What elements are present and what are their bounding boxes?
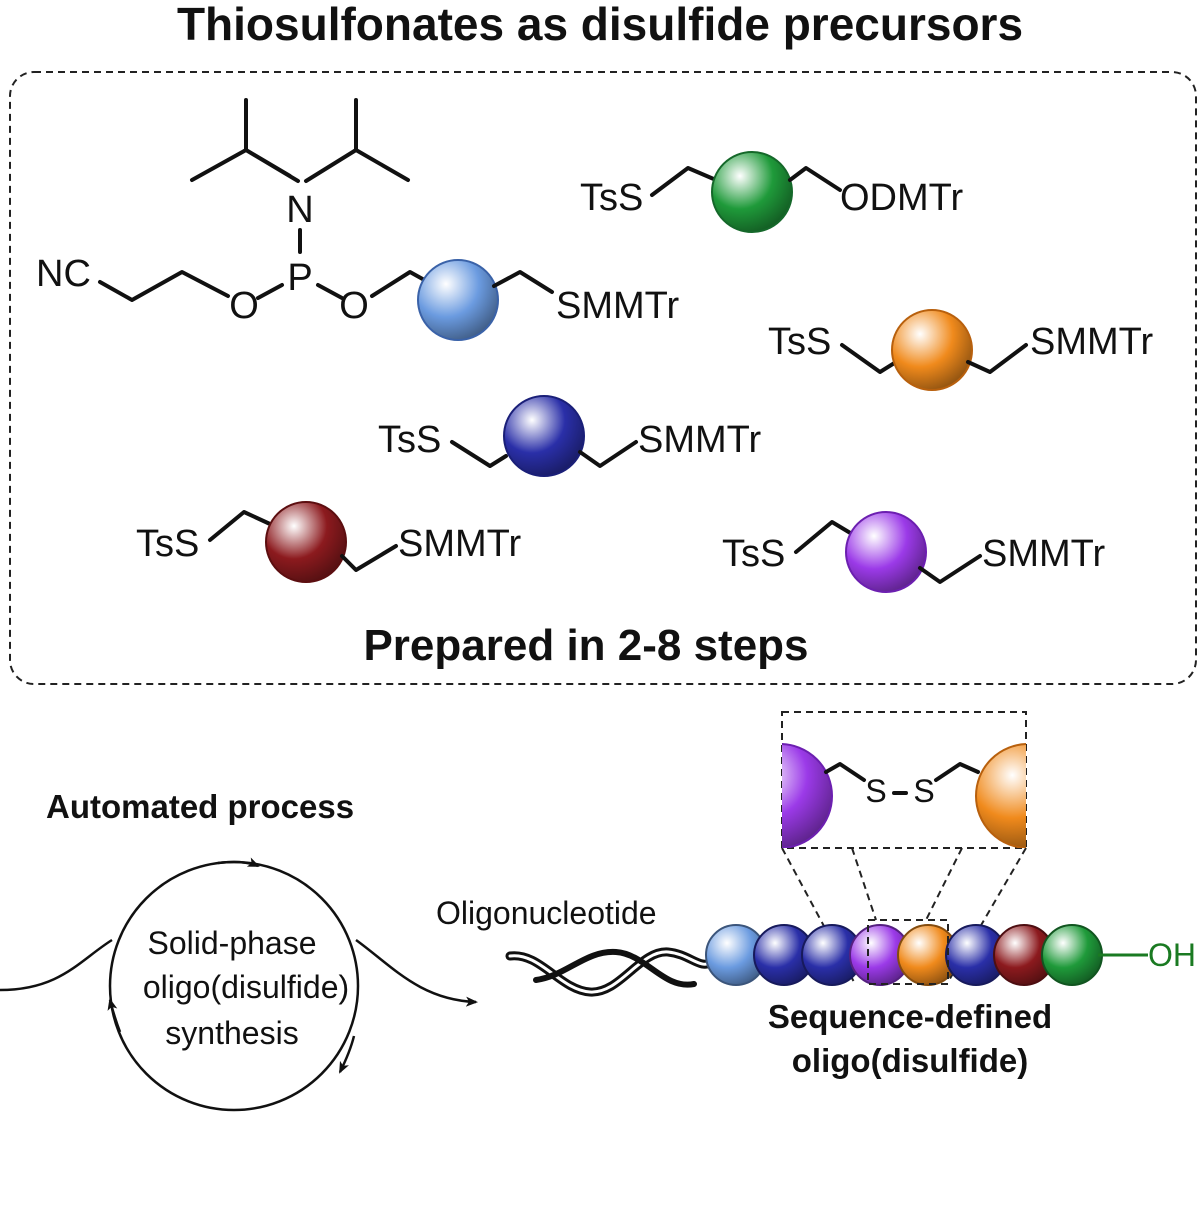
monomer-purple: TsS SMMTr <box>722 511 1105 593</box>
product-caption-line2: oligo(disulfide) <box>792 1042 1028 1079</box>
entry-arrow <box>0 938 113 992</box>
process-title: Automated process <box>46 788 354 825</box>
oligonucleotide-helix <box>505 947 717 997</box>
monomer-bead <box>845 511 927 593</box>
oligo-disulfide-chain <box>705 924 1103 986</box>
inset-orange-bead <box>975 743 1026 848</box>
monomer-bead <box>711 151 793 233</box>
box-caption: Prepared in 2-8 steps <box>363 621 808 670</box>
exit-arrow <box>355 938 478 1007</box>
cycle-arrow-top <box>217 857 260 868</box>
inset-sulfur-1: S <box>865 773 886 809</box>
synthesis-cycle: Solid-phase oligo(disulfide) synthesis <box>0 857 478 1112</box>
phosphoramidite-end-label: SMMTr <box>556 285 679 327</box>
monomer-right-label: SMMTr <box>398 523 521 565</box>
monomer-bead <box>891 309 973 391</box>
monomer-left-label: TsS <box>378 419 441 461</box>
page-title: Thiosulfonates as disulfide precursors <box>177 0 1023 50</box>
disulfide-inset: S S <box>781 711 1027 849</box>
inset-purple-bead <box>782 743 833 848</box>
monomer-left-label: TsS <box>580 177 643 219</box>
phosphoramidite-structure: N P O O NC SMMTr <box>36 98 679 341</box>
monomer-right-label: SMMTr <box>638 419 761 461</box>
cycle-text-line1: Solid-phase <box>148 925 317 961</box>
chain-bead <box>1041 924 1103 986</box>
product-caption-line1: Sequence-defined <box>768 998 1052 1035</box>
monomer-left-label: TsS <box>136 523 199 565</box>
cycle-arrow-left <box>107 998 122 1033</box>
monomer-left-label: TsS <box>722 533 785 575</box>
monomer-bead <box>265 501 347 583</box>
zoom-selection-box <box>867 919 949 985</box>
monomer-right-label: SMMTr <box>982 533 1105 575</box>
cycle-text-line3: synthesis <box>165 1015 298 1051</box>
oxygen-left-label: O <box>229 285 259 327</box>
inset-sulfur-2: S <box>913 773 934 809</box>
phosphorus-label: P <box>287 257 312 299</box>
phosphoramidite-bead <box>417 259 499 341</box>
monomer-right-label: SMMTr <box>1030 321 1153 363</box>
oxygen-right-label: O <box>339 285 369 327</box>
monomer-dark-blue: TsS SMMTr <box>378 395 761 477</box>
oligonucleotide-label: Oligonucleotide <box>436 895 657 931</box>
monomer-orange: TsS SMMTr <box>768 309 1153 391</box>
monomer-dark-red: TsS SMMTr <box>136 501 521 583</box>
monomer-right-label: ODMTr <box>840 177 963 219</box>
monomer-bead <box>503 395 585 477</box>
precursor-box <box>9 71 1197 685</box>
nitrile-label: NC <box>36 253 91 295</box>
monomer-green: TsS ODMTr <box>580 151 963 233</box>
monomer-left-label: TsS <box>768 321 831 363</box>
cycle-text-line2: oligo(disulfide) <box>143 969 349 1005</box>
nitrogen-label: N <box>286 189 313 231</box>
oh-label: OH <box>1148 937 1196 973</box>
cycle-arrow-right <box>338 1035 356 1074</box>
